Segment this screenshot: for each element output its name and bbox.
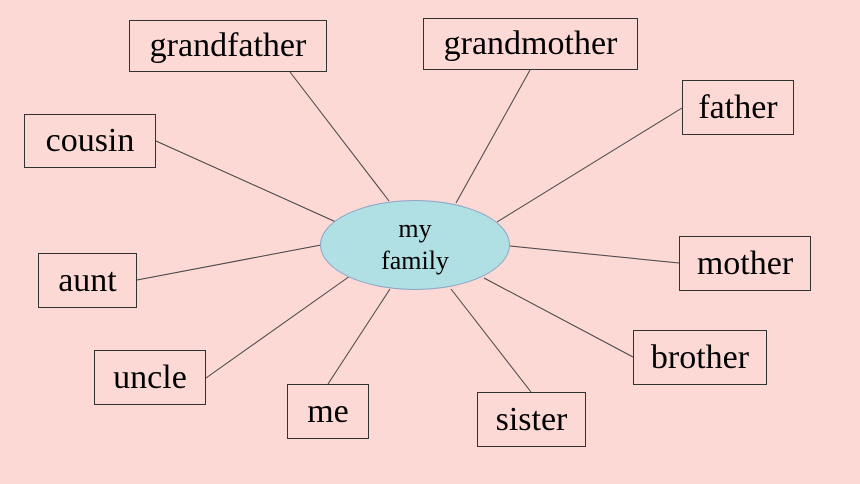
connector-aunt [136, 244, 322, 281]
connector-cousin [155, 140, 337, 223]
node-mother: mother [679, 236, 811, 291]
connector-grandmother [455, 69, 531, 204]
node-grandfather: grandfather [129, 20, 327, 72]
node-brother: brother [633, 330, 767, 385]
node-uncle: uncle [94, 350, 206, 405]
node-father: father [682, 80, 794, 135]
node-cousin: cousin [24, 114, 156, 168]
connector-sister [450, 288, 532, 393]
node-aunt: aunt [38, 253, 137, 308]
connector-me [327, 288, 391, 385]
node-me: me [287, 384, 369, 439]
connector-grandfather [289, 71, 390, 202]
connector-brother [483, 277, 634, 358]
center-label-line1: my [398, 213, 432, 243]
center-ellipse-my-family: my family [320, 200, 510, 290]
connector-mother [509, 245, 680, 264]
connector-uncle [205, 275, 351, 379]
node-sister: sister [477, 392, 586, 447]
node-grandmother: grandmother [423, 18, 638, 70]
connector-father [496, 107, 683, 223]
center-label-line2: family [381, 246, 449, 275]
